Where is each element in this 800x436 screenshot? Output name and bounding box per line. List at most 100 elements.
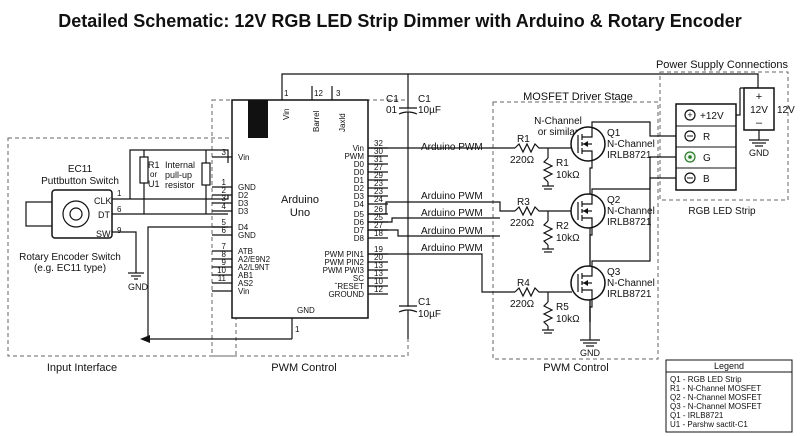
- left-pin-number: 4: [222, 202, 227, 211]
- gate-resistor: [514, 205, 549, 217]
- pullup-text-3: resistor: [165, 180, 195, 190]
- pulldown-resistor-value: 10kΩ: [556, 233, 580, 244]
- encoder-wires: GND R1 or U1 Internal pull-up resistor: [112, 149, 292, 343]
- pulldown-resistor-label: R1: [556, 158, 569, 169]
- left-pin-label: Vin: [238, 153, 249, 162]
- encoder-pin-clk: CLK: [94, 196, 112, 206]
- gate-resistor-label: R3: [517, 197, 530, 208]
- supply-label-inside: 12V: [750, 105, 768, 116]
- mosfet-ground: GND: [580, 322, 601, 358]
- right-pin-label: D5: [354, 210, 365, 219]
- pulldown-resistor-label: R2: [556, 221, 569, 232]
- gate-resistor-label: R4: [517, 278, 530, 289]
- pwm-label-2: Arduino PWM: [421, 191, 483, 202]
- pullup-or-label: or: [150, 170, 157, 179]
- pulldown-resistor-value: 10kΩ: [556, 314, 580, 325]
- left-pin-label: D3: [238, 207, 249, 216]
- left-pin-number: 6: [222, 226, 227, 235]
- supply-plus: +: [756, 91, 762, 103]
- mosfet-id: Q1: [607, 128, 621, 139]
- mosfet-stage-label: MOSFET Driver Stage: [523, 91, 633, 103]
- right-pin-label: D3: [354, 192, 365, 201]
- gate-resistor-value: 220Ω: [510, 155, 535, 166]
- top-pin-num-3: 3: [336, 89, 341, 98]
- drain-wire: [591, 177, 676, 265]
- right-pin-number: 23: [374, 187, 383, 196]
- supply-minus: –: [756, 117, 763, 129]
- pulldown-resistor-label: R5: [556, 302, 569, 313]
- encoder-subtitle: Puttbutton Switch: [41, 176, 119, 187]
- pulldown-resistor-value: 10kΩ: [556, 170, 580, 181]
- source-wire: [589, 301, 593, 322]
- led-strip-connector: + +12V R G B RGB LED Strip: [675, 87, 758, 217]
- right-pin-number: 31: [374, 155, 383, 164]
- pwm-wires: Arduino PWM Arduino PWM Arduino PWM Ardu…: [368, 142, 515, 293]
- top-pin-num-1: 1: [284, 89, 289, 98]
- right-pin-number: 24: [374, 195, 383, 204]
- mosfet-id: Q2: [607, 195, 621, 206]
- mosfet-part: IRLB8721: [607, 150, 652, 161]
- supply-gnd-label: GND: [749, 148, 770, 158]
- power-supply-label: Power Supply Connections: [656, 59, 789, 71]
- left-pin-number: 7: [222, 242, 227, 251]
- drain-wire: [591, 156, 676, 193]
- arduino-left-pins: 3Vin1GND2D23D34D35D46GND7ATB8A2/E9N29A2/…: [212, 148, 271, 296]
- left-pin-label: A2/L9NT: [238, 263, 270, 272]
- left-pin-number: 3: [222, 148, 227, 157]
- left-pin-number: 10: [217, 266, 226, 275]
- right-pin-number: 12: [374, 285, 383, 294]
- left-pin-number: 2: [222, 186, 227, 195]
- right-pin-number: 19: [374, 245, 383, 254]
- power-supply-12v: + 12V – 12V GND: [743, 87, 795, 158]
- legend-item: R1 - N-Channel MOSFET: [670, 384, 761, 393]
- left-pin-label: D2: [238, 191, 249, 200]
- led-strip-title: RGB LED Strip: [688, 206, 756, 217]
- top-pin-label-barrel: Barrel: [312, 110, 321, 132]
- right-pin-number: 30: [374, 147, 383, 156]
- mosfet-type: N-Channel: [607, 139, 655, 150]
- top-pin-num-2: 12: [314, 89, 323, 98]
- legend-item: Q1 - RGB LED Strip: [670, 375, 742, 384]
- mosfet-gnd-label: GND: [580, 348, 601, 358]
- right-pin-label: D0: [354, 168, 365, 177]
- encoder-caption-2: (e.g. EC11 type): [34, 263, 106, 274]
- right-pin-number: 13: [374, 269, 383, 278]
- pullup-resistor-r1: [139, 156, 149, 184]
- left-pin-label: AS2: [238, 279, 254, 288]
- left-pin-number: 1: [222, 178, 227, 187]
- right-pin-label: PWM PWI3: [323, 266, 365, 275]
- pwm-label-4: Arduino PWM: [421, 226, 483, 237]
- pullup-resistor-u1: [201, 162, 211, 186]
- left-pin-number: 3: [222, 194, 227, 203]
- pwm-label-1: Arduino PWM: [421, 142, 483, 153]
- mosfet-note-2: or similar: [538, 127, 579, 138]
- right-pin-label: D1: [354, 176, 365, 185]
- right-pin-number: 29: [374, 171, 383, 180]
- diagram-title: Detailed Schematic: 12V RGB LED Strip Di…: [58, 11, 741, 31]
- encoder-gnd-label: GND: [128, 282, 149, 292]
- arduino-name-2: Uno: [290, 207, 310, 219]
- left-pin-number: 5: [222, 218, 227, 227]
- right-pin-number: 26: [374, 205, 383, 214]
- gate-resistor-label: R1: [517, 134, 530, 145]
- pullup-r1-label: R1: [148, 160, 160, 170]
- mosfet-driver-region: [492, 101, 659, 360]
- right-pin-label: PWM PIN1: [324, 250, 364, 259]
- legend-item: Q3 - N-Channel MOSFET: [670, 402, 762, 411]
- pullup-text-1: Internal: [165, 160, 195, 170]
- left-pin-label: A2/E9N2: [238, 255, 271, 264]
- top-pin-label-jack: Jaxld: [338, 113, 347, 132]
- encoder-pin-num-1: 1: [117, 189, 122, 198]
- power-rail: C1 01 C1 10µF C1 10µF: [281, 73, 759, 339]
- left-pin-label: ATB: [238, 247, 253, 256]
- right-pin-label: D8: [354, 234, 365, 243]
- encoder-shaft-body: [25, 201, 55, 227]
- bottom-gnd-pin: 1: [295, 325, 300, 334]
- left-pin-label: D4: [238, 223, 249, 232]
- right-pin-label: GROUND: [328, 290, 364, 299]
